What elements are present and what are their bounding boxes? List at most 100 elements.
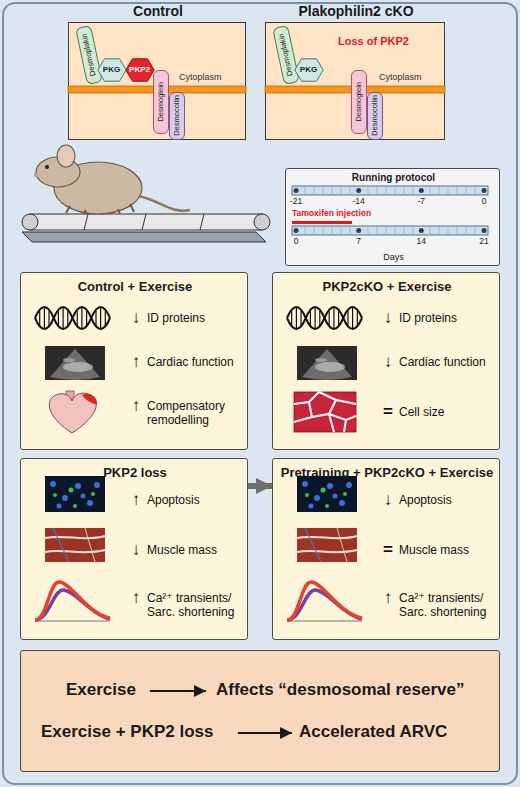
- effect-label: Muscle mass: [147, 543, 247, 557]
- calcium-transient-curves: [287, 582, 362, 621]
- mouse-part: [34, 173, 38, 177]
- protein-label: PKG: [294, 58, 324, 82]
- mouse-part: [66, 204, 134, 214]
- echo-image: [45, 346, 105, 380]
- timeline-bar-part: [305, 226, 475, 235]
- summary-arrow: [238, 732, 292, 734]
- histology-cells: [294, 392, 356, 432]
- effect-label: ID proteins: [147, 311, 247, 325]
- histology-cells-part: [294, 392, 356, 432]
- apoptosis-image: [45, 476, 105, 512]
- panel-title: Plakophilin2 cKO: [266, 3, 446, 20]
- dna-icon: [35, 307, 110, 329]
- treadmill-part: [30, 214, 262, 230]
- calcium-transient-curves: [35, 582, 110, 621]
- box-title: PKP2cKO + Exercise: [273, 279, 501, 295]
- protocol-box: Running protocolDays: [285, 168, 500, 266]
- conclusion-box: ExerciseAffects “desmosomal reserve”Exer…: [20, 650, 500, 772]
- protein-bar: Desmoplakin: [272, 24, 300, 84]
- timeline-bar-part: [292, 226, 488, 235]
- heart-icon-part: [82, 394, 97, 405]
- injection-period: [292, 221, 352, 224]
- heart-icon: [49, 391, 97, 433]
- region-label: Cytoplasm: [179, 72, 241, 83]
- treadmill-part: [142, 214, 146, 230]
- timeline-bar-part: [305, 186, 475, 195]
- tick-label: 7: [344, 237, 374, 246]
- timeline-bar-part: [294, 188, 299, 193]
- protocol-title: Running protocol: [286, 172, 501, 184]
- conclusion-text: Accelerated ARVC: [299, 722, 447, 742]
- effect-label: Ca²⁺ transients/ Sarc. shortening: [399, 591, 499, 620]
- effect-label: Cardiac function: [399, 355, 499, 369]
- muscle-section: [45, 528, 105, 562]
- effect-label: Cardiac function: [147, 355, 247, 369]
- figure-frame: [3, 3, 517, 784]
- treadmill-part: [22, 214, 38, 230]
- mouse-part: [138, 196, 190, 211]
- trend-arrow: =: [379, 402, 397, 422]
- trend-arrow: ↓: [127, 308, 145, 328]
- tick-label: 14: [406, 237, 436, 246]
- cell-membrane: [265, 86, 445, 93]
- trend-arrow: ↑: [127, 396, 145, 416]
- finding-box: Pretraining + PKP2cKO + Exercise↓Apoptos…: [272, 458, 500, 640]
- timeline-bar: [292, 226, 488, 235]
- dna-icon: [287, 307, 362, 329]
- effect-label: Ca²⁺ transients/ Sarc. shortening: [147, 591, 247, 620]
- treadmill-part: [22, 232, 266, 242]
- box-title: Control + Exercise: [21, 279, 249, 295]
- summary-arrow: [150, 690, 206, 692]
- protein-label: Desmocollin: [173, 95, 181, 136]
- treadmill: [22, 214, 270, 242]
- protein-bar: Desmocollin: [367, 92, 383, 140]
- panel-title: Control: [69, 3, 247, 20]
- trend-arrow: ↓: [127, 540, 145, 560]
- cell-membrane: [68, 86, 246, 93]
- protein-hexagon: PKG: [97, 58, 127, 82]
- conclusion-text: Affects “desmosomal reserve”: [216, 680, 465, 700]
- timeline-bar-part: [482, 228, 487, 233]
- effect-label: Apoptosis: [399, 493, 499, 507]
- trend-arrow: ↓: [379, 490, 397, 510]
- timeline-bar-part: [419, 228, 424, 233]
- trend-arrow: ↑: [127, 588, 145, 608]
- effect-label: Compensatory remodelling: [147, 399, 247, 428]
- effect-label: Cell size: [399, 405, 499, 419]
- treadmill-part: [84, 214, 88, 230]
- protein-label: Desmoplakin: [277, 33, 293, 77]
- tick-label: -7: [406, 197, 436, 206]
- timeline-bar-part: [356, 188, 361, 193]
- tick-label: 0: [469, 197, 499, 206]
- tick-label: 21: [469, 237, 499, 246]
- heart-icon-part: [66, 391, 74, 399]
- timeline-bar-part: [292, 186, 488, 195]
- mouse: [34, 145, 190, 214]
- trend-arrow: ↑: [127, 352, 145, 372]
- finding-box: Control + Exercise↓ID proteins↑Cardiac f…: [20, 272, 248, 450]
- trend-arrow: ↑: [379, 588, 397, 608]
- protein-hexagon: PKG: [294, 58, 324, 82]
- effect-label: Muscle mass: [399, 543, 499, 557]
- mouse-part: [54, 162, 142, 214]
- protein-label: PKP2: [125, 58, 155, 82]
- trend-arrow: =: [379, 540, 397, 560]
- trend-arrow: ↑: [127, 490, 145, 510]
- tick-label: -14: [344, 197, 374, 206]
- conclusion-text: Exercise + PKP2 loss: [41, 722, 213, 742]
- finding-box: PKP2cKO + Exercise↓ID proteins↓Cardiac f…: [272, 272, 500, 450]
- echo-image: [297, 346, 357, 380]
- timeline-bar-part: [294, 228, 299, 233]
- protein-label: Desmoglein: [355, 82, 363, 122]
- hexagon-shape: [97, 58, 125, 80]
- loss-label: Loss of PKP2: [338, 35, 438, 48]
- mouse-part: [45, 165, 49, 169]
- apoptosis-image: [297, 476, 357, 512]
- hexagon-shape: [125, 58, 153, 80]
- timeline-bar: [292, 186, 488, 195]
- timeline-bar-part: [419, 188, 424, 193]
